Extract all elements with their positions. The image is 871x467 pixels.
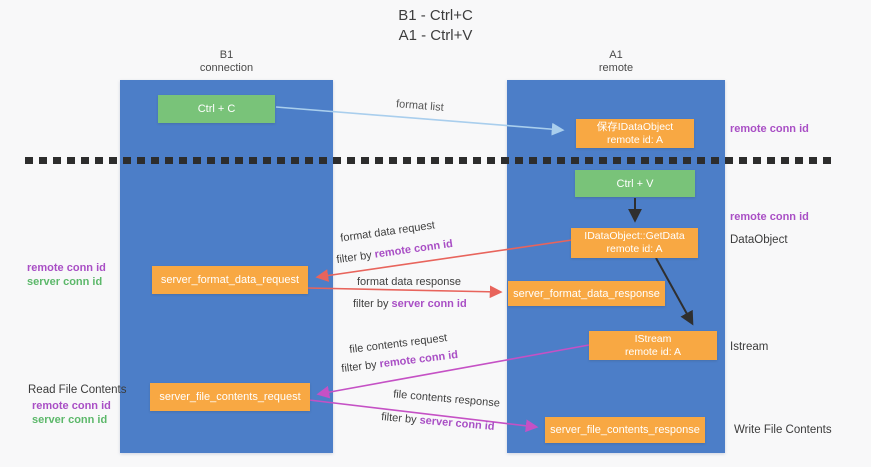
istream-line1: IStream	[634, 332, 672, 345]
format-data-response-label: format data response	[357, 276, 461, 288]
dataobject-label: DataObject	[730, 234, 788, 246]
filter-prefix: filter by	[353, 298, 392, 310]
server-format-data-request-label: server_format_data_request	[160, 274, 300, 286]
server-file-contents-request-label: server_file_contents_request	[159, 391, 301, 403]
arrow-format-data-response	[307, 285, 503, 299]
title-line-1: B1 - Ctrl+C	[398, 7, 473, 24]
left-server-conn-id-2: server conn id	[32, 414, 108, 426]
ctrl-v-box: Ctrl + V	[575, 170, 695, 197]
read-file-contents-label: Read File Contents	[28, 384, 127, 396]
save-idataobject-box: 保存IDataObject remote id: A	[576, 119, 694, 148]
title-line-2: A1 - Ctrl+V	[398, 27, 473, 44]
right-remote-conn-id-2: remote conn id	[730, 211, 809, 223]
dashed-divider-line	[25, 157, 837, 164]
left-server-conn-id-1: server conn id	[27, 276, 103, 288]
idataobject-getdata-box: IDataObject::GetData remote id: A	[571, 228, 698, 258]
left-remote-conn-id-1: remote conn id	[27, 262, 106, 274]
lane-a1-name: A1	[609, 49, 623, 61]
right-remote-conn-id-1: remote conn id	[730, 123, 809, 135]
arrow-format-list	[275, 106, 565, 136]
istream-line2: remote id: A	[624, 345, 682, 358]
arrow-format-data-request	[315, 239, 573, 282]
server-file-contents-request-box: server_file_contents_request	[150, 383, 310, 411]
lane-header-b1: B1 connection	[120, 49, 333, 75]
server-format-data-request-box: server_format_data_request	[152, 266, 308, 294]
write-file-contents-label: Write File Contents	[734, 424, 832, 436]
filter-value: server conn id	[391, 298, 467, 310]
server-format-data-response-label: server_format_data_response	[513, 287, 660, 300]
lane-header-a1: A1 remote	[507, 49, 725, 75]
server-format-data-response-box: server_format_data_response	[508, 281, 665, 306]
getdata-line1: IDataObject::GetData	[584, 230, 685, 242]
left-remote-conn-id-2: remote conn id	[32, 400, 111, 412]
ctrl-c-box: Ctrl + C	[158, 95, 275, 123]
istream-side-label: Istream	[730, 341, 769, 353]
save-idataobject-line2: remote id: A	[606, 133, 664, 146]
lane-b1-role: connection	[199, 62, 254, 74]
server-file-contents-response-box: server_file_contents_response	[545, 417, 705, 443]
save-idataobject-line1: 保存IDataObject	[596, 120, 674, 133]
server-file-contents-response-label: server_file_contents_response	[550, 424, 700, 436]
lane-a1-role: remote	[598, 62, 634, 74]
arrow-file-contents-request	[316, 344, 590, 399]
arrow-getdata-to-istream	[655, 257, 694, 326]
diagram-title: B1 - Ctrl+C A1 - Ctrl+V	[0, 6, 871, 46]
filter-by-server-conn-id-label-1: filter by server conn id	[353, 298, 467, 310]
istream-box: IStream remote id: A	[589, 331, 717, 360]
getdata-line2: remote id: A	[606, 243, 663, 255]
ctrl-c-label: Ctrl + C	[197, 103, 236, 115]
lane-b1-name: B1	[219, 49, 234, 61]
ctrl-v-label: Ctrl + V	[616, 177, 654, 190]
arrow-file-contents-response	[308, 399, 539, 433]
